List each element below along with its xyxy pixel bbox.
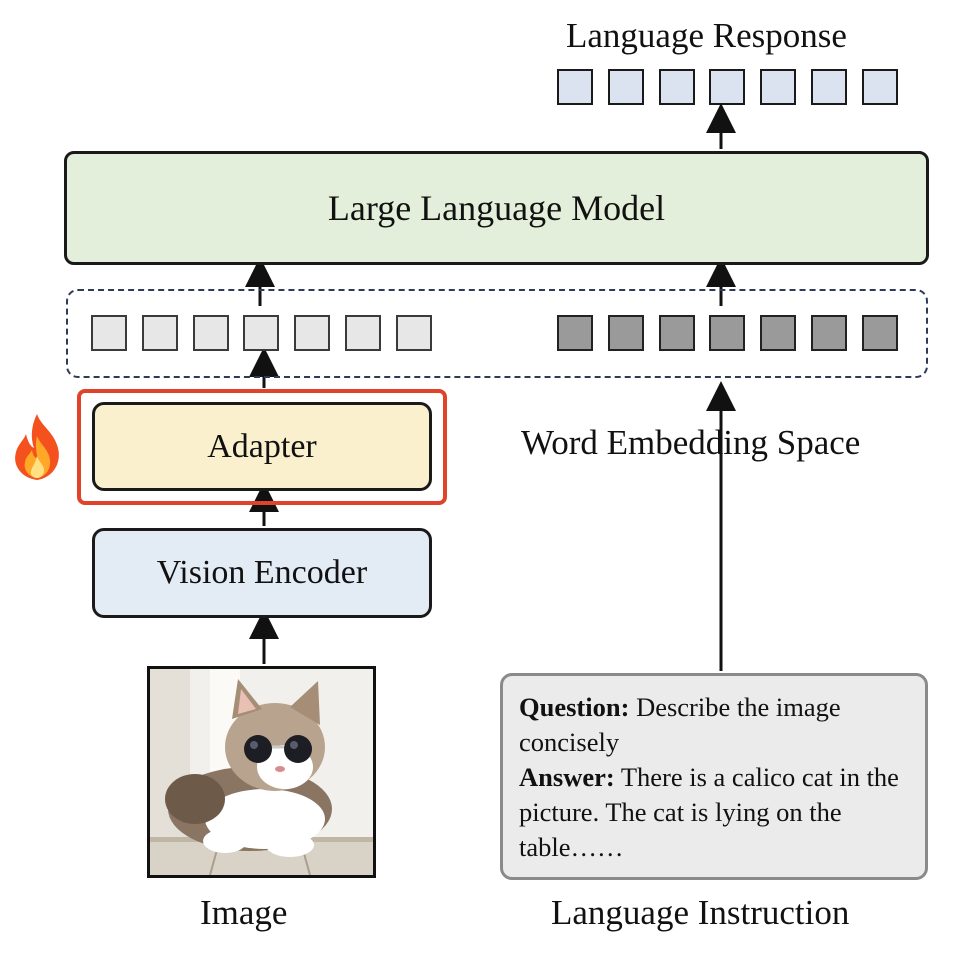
visual-token bbox=[345, 315, 381, 351]
llm-label: Large Language Model bbox=[327, 188, 666, 228]
word-token bbox=[557, 315, 593, 351]
language-instruction-label: Language Instruction bbox=[551, 893, 850, 932]
image-label: Image bbox=[200, 893, 288, 932]
word-token bbox=[658, 315, 695, 351]
llm-box: Large Language Model bbox=[64, 151, 929, 265]
word-token bbox=[709, 315, 746, 351]
adapter-label: Adapter bbox=[207, 427, 317, 465]
response-token bbox=[709, 69, 746, 105]
word-embedding-space-label: Word Embedding Space bbox=[521, 423, 861, 462]
response-token bbox=[811, 69, 847, 105]
answer-text: There is a calico cat in the picture. Th… bbox=[519, 762, 899, 862]
question-text: Describe the image concisely bbox=[519, 692, 841, 757]
cat-illustration bbox=[150, 669, 373, 875]
response-token bbox=[658, 69, 695, 105]
instruction-text-box: Question: Describe the image concisely A… bbox=[500, 673, 928, 880]
embedding-space-region bbox=[66, 289, 928, 378]
vision-encoder-label: Vision Encoder bbox=[156, 554, 368, 591]
word-token bbox=[811, 315, 847, 351]
vision-encoder-box: Vision Encoder bbox=[92, 528, 432, 618]
adapter-box: Adapter bbox=[92, 402, 432, 491]
question-label: Question: bbox=[519, 692, 630, 722]
visual-token bbox=[141, 315, 178, 351]
cat-photo bbox=[147, 666, 376, 878]
response-token bbox=[760, 69, 797, 105]
word-token bbox=[861, 315, 898, 351]
visual-token bbox=[91, 315, 127, 351]
visual-token bbox=[294, 315, 331, 351]
language-response-label: Language Response bbox=[566, 16, 847, 55]
visual-token bbox=[243, 315, 280, 351]
answer-label: Answer: bbox=[519, 762, 615, 792]
word-token bbox=[760, 315, 797, 351]
adapter-highlight-frame bbox=[77, 389, 447, 505]
fire-icon bbox=[15, 414, 59, 480]
response-token bbox=[861, 69, 898, 105]
response-token bbox=[557, 69, 593, 105]
response-token bbox=[607, 69, 644, 105]
visual-token bbox=[395, 315, 432, 351]
visual-token bbox=[192, 315, 229, 351]
word-token bbox=[607, 315, 644, 351]
